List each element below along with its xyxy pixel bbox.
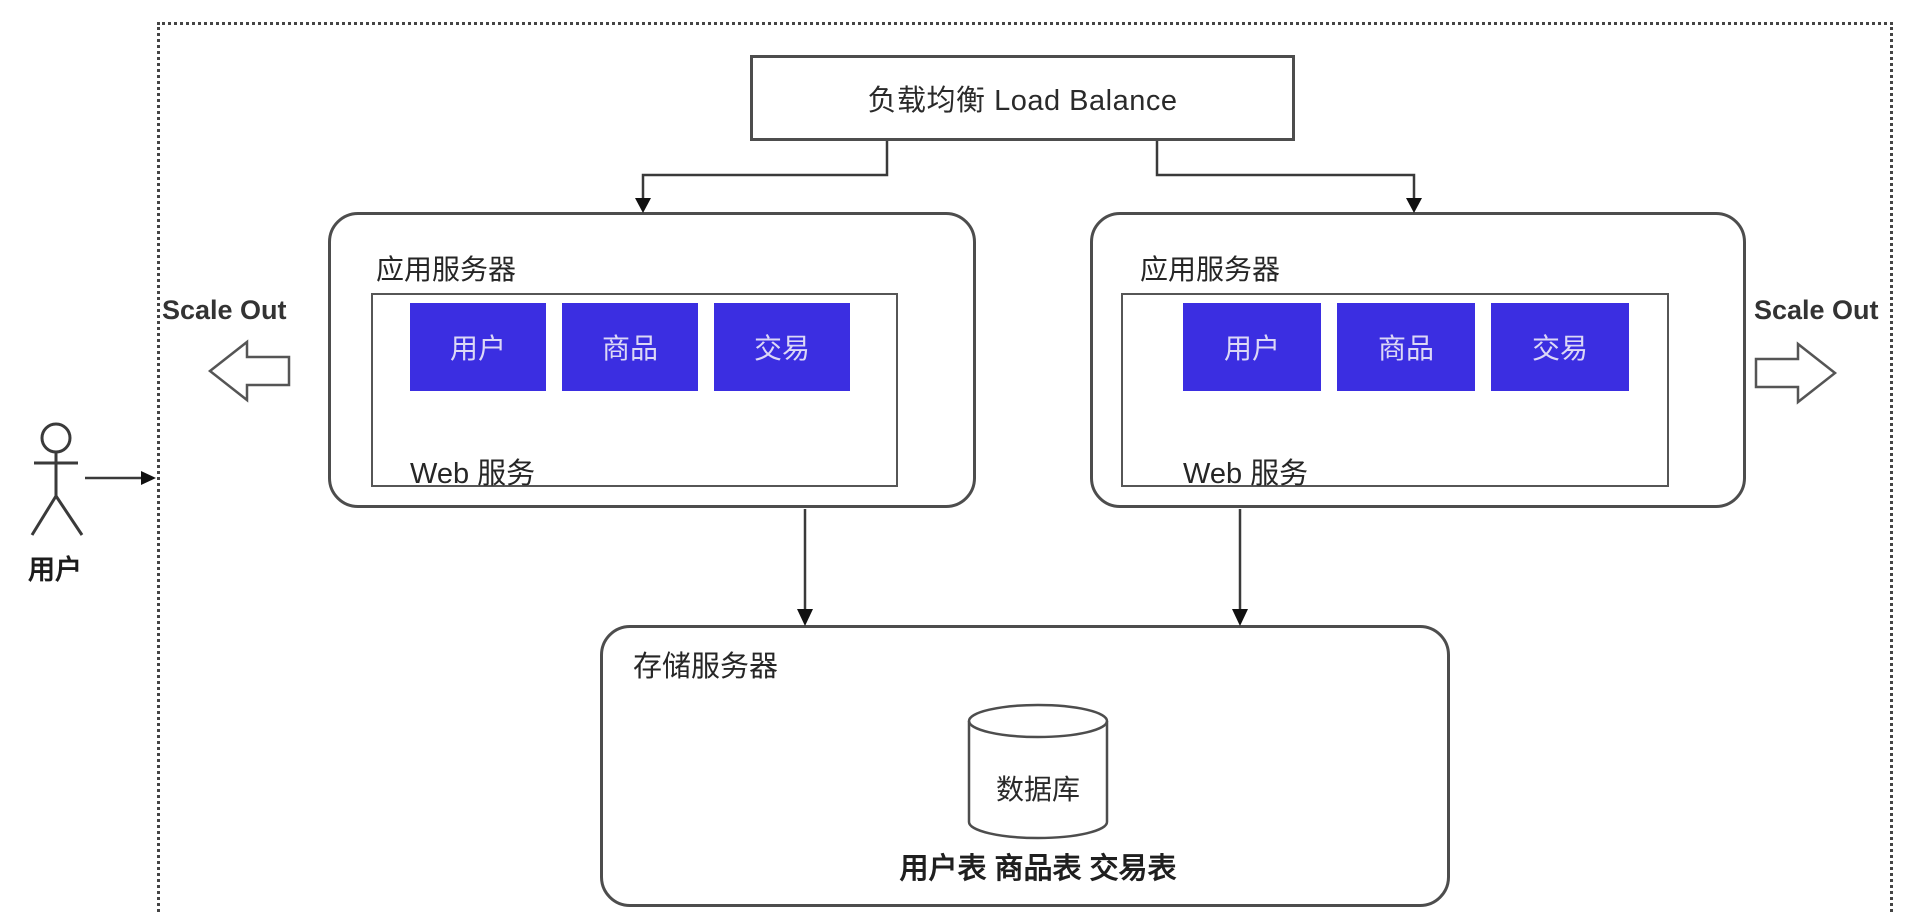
user-label: 用户 [28, 555, 82, 585]
stick-figure-head [40, 422, 72, 454]
app-server-label-right: 应用服务器 [1140, 254, 1281, 285]
web-service-label-left: Web 服务 [410, 458, 536, 490]
app-server-label-left: 应用服务器 [376, 254, 517, 285]
module-trade-right: 交易 [1491, 303, 1629, 391]
user-stick-figure [30, 422, 84, 536]
load-balancer-box: 负载均衡 Load Balance [750, 55, 1295, 141]
connector-user-to-boundary [85, 471, 156, 485]
storage-server-label: 存储服务器 [633, 651, 779, 683]
system-boundary [157, 22, 1893, 914]
module-product-right: 商品 [1337, 303, 1475, 391]
tables-label: 用户表 商品表 交易表 [899, 853, 1177, 885]
database-label: 数据库 [995, 774, 1080, 805]
module-user-right: 用户 [1183, 303, 1321, 391]
load-balancer-label: 负载均衡 Load Balance [867, 85, 1178, 117]
scale-out-label-left: Scale Out [162, 295, 287, 325]
module-product-left: 商品 [562, 303, 698, 391]
module-trade-left: 交易 [714, 303, 850, 391]
web-service-label-right: Web 服务 [1183, 458, 1309, 490]
arrowhead-right-icon [141, 471, 156, 485]
scale-out-label-right: Scale Out [1754, 295, 1879, 325]
module-user-left: 用户 [410, 303, 546, 391]
